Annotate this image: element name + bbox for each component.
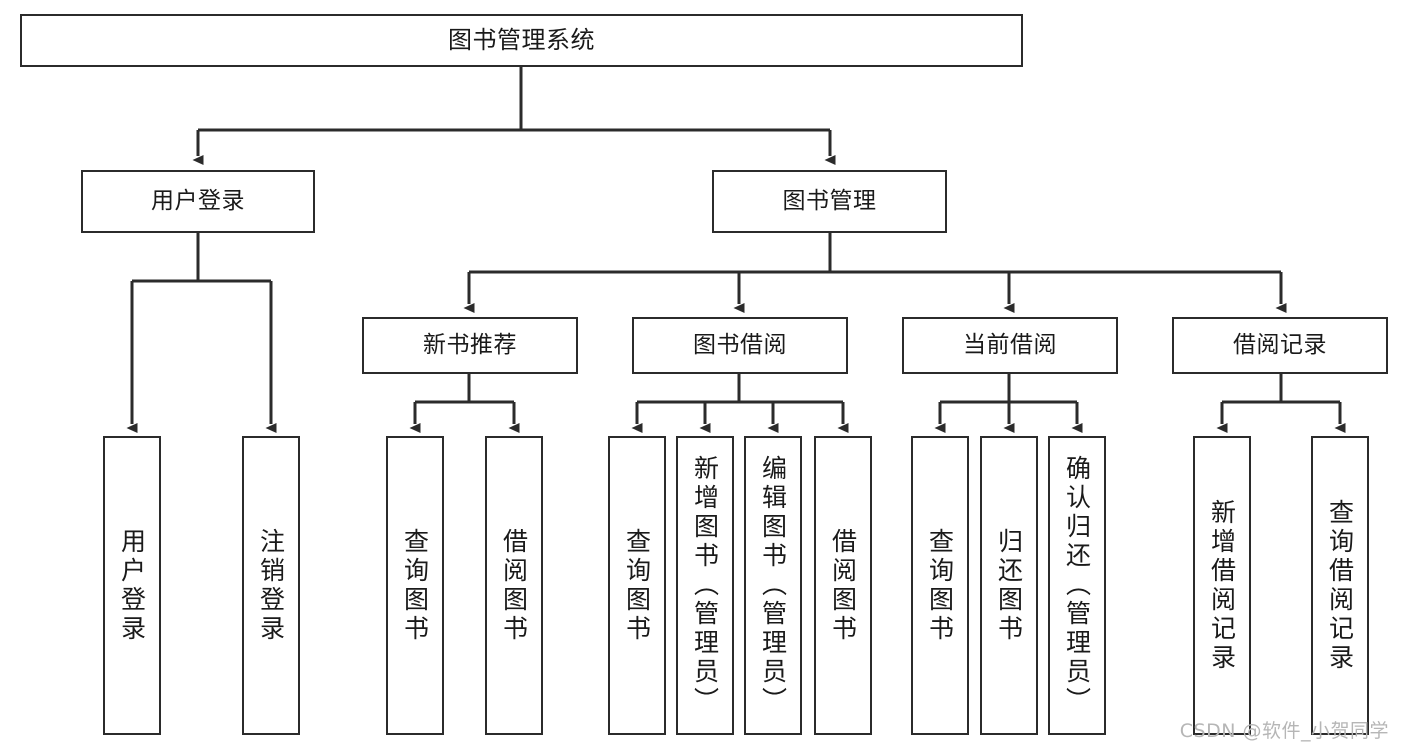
node-book-borrow[interactable]: 图书借阅 xyxy=(632,317,848,374)
leaf-book-borrow-query-book[interactable]: 查询图书 xyxy=(608,436,666,735)
leaf-book-borrow-edit-book-admin[interactable]: 编辑图书（管理员） xyxy=(744,436,802,735)
node-label: 用户登录 xyxy=(151,187,245,214)
leaf-new-book-borrow-book[interactable]: 借阅图书 xyxy=(485,436,543,735)
leaf-book-borrow-borrow-book[interactable]: 借阅图书 xyxy=(814,436,872,735)
leaf-user-login-logout[interactable]: 注销登录 xyxy=(242,436,300,735)
node-label: 借阅图书 xyxy=(828,527,858,644)
node-book-management[interactable]: 图书管理 xyxy=(712,170,947,233)
node-label: 用户登录 xyxy=(117,527,147,644)
node-label: 编辑图书（管理员） xyxy=(758,455,788,716)
leaf-user-login-login[interactable]: 用户登录 xyxy=(103,436,161,735)
node-label: 当前借阅 xyxy=(963,331,1057,358)
node-label: 借阅记录 xyxy=(1233,331,1327,358)
node-label: 新增图书（管理员） xyxy=(690,455,720,716)
node-root-system[interactable]: 图书管理系统 xyxy=(20,14,1023,67)
node-label: 新增借阅记录 xyxy=(1207,498,1237,673)
node-label: 查询图书 xyxy=(622,527,652,644)
node-new-book-recommend[interactable]: 新书推荐 xyxy=(362,317,578,374)
leaf-borrow-record-query-record[interactable]: 查询借阅记录 xyxy=(1311,436,1369,735)
leaf-current-borrow-return-book[interactable]: 归还图书 xyxy=(980,436,1038,735)
node-label: 注销登录 xyxy=(256,527,286,644)
node-label: 图书管理 xyxy=(782,187,877,214)
node-label: 新书推荐 xyxy=(423,331,517,358)
node-label: 查询图书 xyxy=(925,527,955,644)
node-borrow-record[interactable]: 借阅记录 xyxy=(1172,317,1388,374)
leaf-new-book-query-book[interactable]: 查询图书 xyxy=(386,436,444,735)
node-label: 图书管理系统 xyxy=(448,26,595,55)
node-label: 图书借阅 xyxy=(693,331,787,358)
node-label: 确认归还（管理员） xyxy=(1062,455,1092,716)
leaf-current-borrow-confirm-return-admin[interactable]: 确认归还（管理员） xyxy=(1048,436,1106,735)
csdn-watermark: CSDN @软件_小贺同学 xyxy=(1179,720,1389,742)
node-label: 归还图书 xyxy=(994,527,1024,644)
node-label: 查询图书 xyxy=(400,527,430,644)
node-label: 查询借阅记录 xyxy=(1325,498,1355,673)
leaf-borrow-record-add-record[interactable]: 新增借阅记录 xyxy=(1193,436,1251,735)
node-current-borrow[interactable]: 当前借阅 xyxy=(902,317,1118,374)
node-user-login[interactable]: 用户登录 xyxy=(81,170,315,233)
node-label: 借阅图书 xyxy=(499,527,529,644)
leaf-book-borrow-add-book-admin[interactable]: 新增图书（管理员） xyxy=(676,436,734,735)
leaf-current-borrow-query-book[interactable]: 查询图书 xyxy=(911,436,969,735)
